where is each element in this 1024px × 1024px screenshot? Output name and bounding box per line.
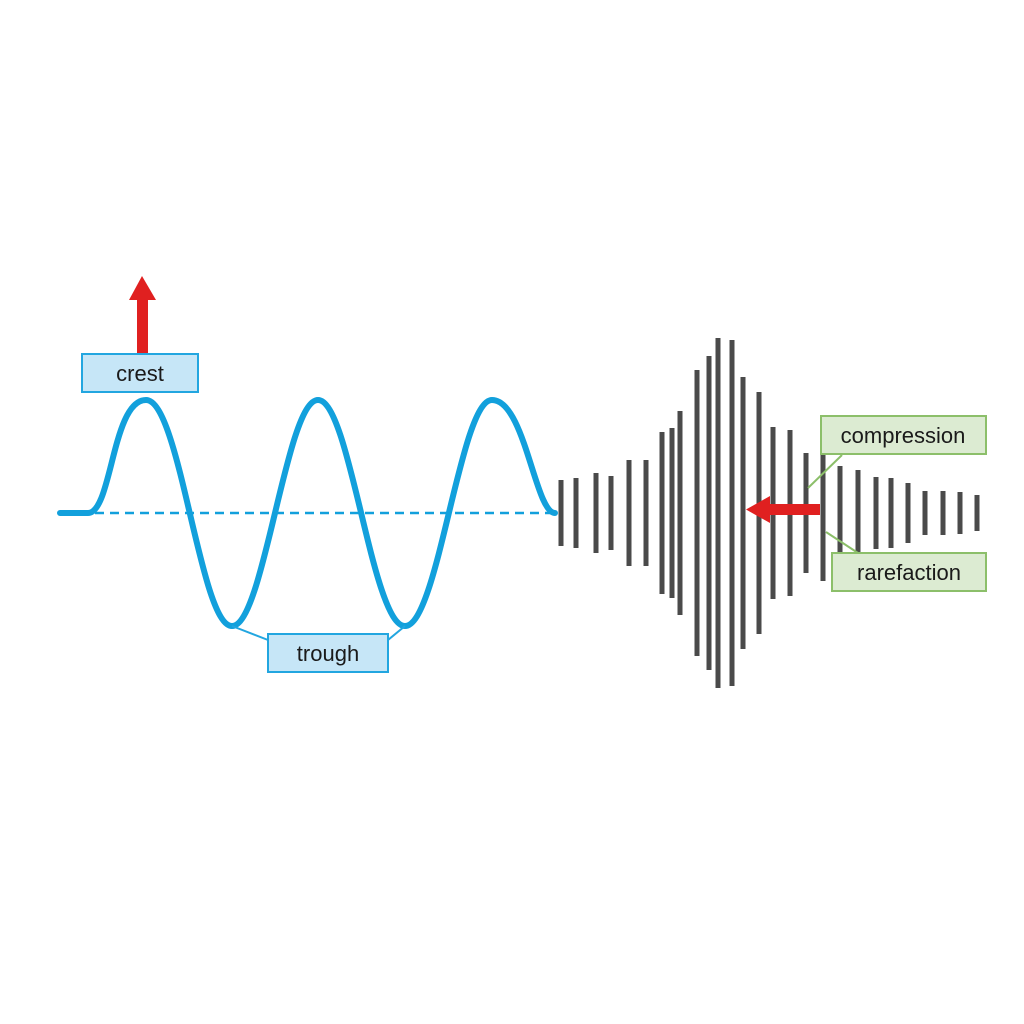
longitudinal-bar bbox=[558, 480, 564, 546]
longitudinal-bar bbox=[677, 411, 683, 615]
longitudinal-bar bbox=[573, 478, 579, 548]
trough-leaders bbox=[231, 625, 406, 641]
longitudinal-bar bbox=[729, 340, 735, 686]
compression-label: compression bbox=[820, 415, 987, 455]
longitudinal-bar bbox=[669, 428, 675, 598]
longitudinal-bar bbox=[837, 466, 843, 560]
crest-label-text: crest bbox=[116, 361, 164, 386]
trough-label-text: trough bbox=[297, 641, 359, 666]
compression-label-text: compression bbox=[841, 423, 966, 448]
compression-leader bbox=[807, 454, 843, 489]
longitudinal-bar bbox=[593, 473, 599, 553]
longitudinal-bar bbox=[626, 460, 632, 566]
longitudinal-bar bbox=[888, 478, 894, 548]
up-arrow-icon bbox=[129, 276, 156, 354]
longitudinal-bar bbox=[957, 492, 963, 534]
trough-label: trough bbox=[267, 633, 389, 673]
longitudinal-bar bbox=[855, 470, 861, 556]
longitudinal-bar bbox=[873, 477, 879, 549]
longitudinal-bar bbox=[940, 491, 946, 535]
longitudinal-bar bbox=[706, 356, 712, 670]
longitudinal-bar bbox=[974, 495, 980, 531]
longitudinal-bar bbox=[715, 338, 721, 688]
crest-label: crest bbox=[81, 353, 199, 393]
longitudinal-bar bbox=[922, 491, 928, 535]
longitudinal-bar bbox=[643, 460, 649, 566]
rarefaction-leader bbox=[825, 531, 859, 554]
longitudinal-bar bbox=[694, 370, 700, 656]
rarefaction-label-text: rarefaction bbox=[857, 560, 961, 585]
longitudinal-bar bbox=[905, 483, 911, 543]
transverse-wave bbox=[57, 396, 558, 630]
longitudinal-bar bbox=[740, 377, 746, 649]
longitudinal-bar bbox=[608, 476, 614, 550]
left-arrow-icon bbox=[746, 496, 820, 523]
longitudinal-bar bbox=[820, 445, 826, 581]
rarefaction-label: rarefaction bbox=[831, 552, 987, 592]
wave-curve bbox=[57, 396, 558, 630]
longitudinal-bar bbox=[659, 432, 665, 594]
